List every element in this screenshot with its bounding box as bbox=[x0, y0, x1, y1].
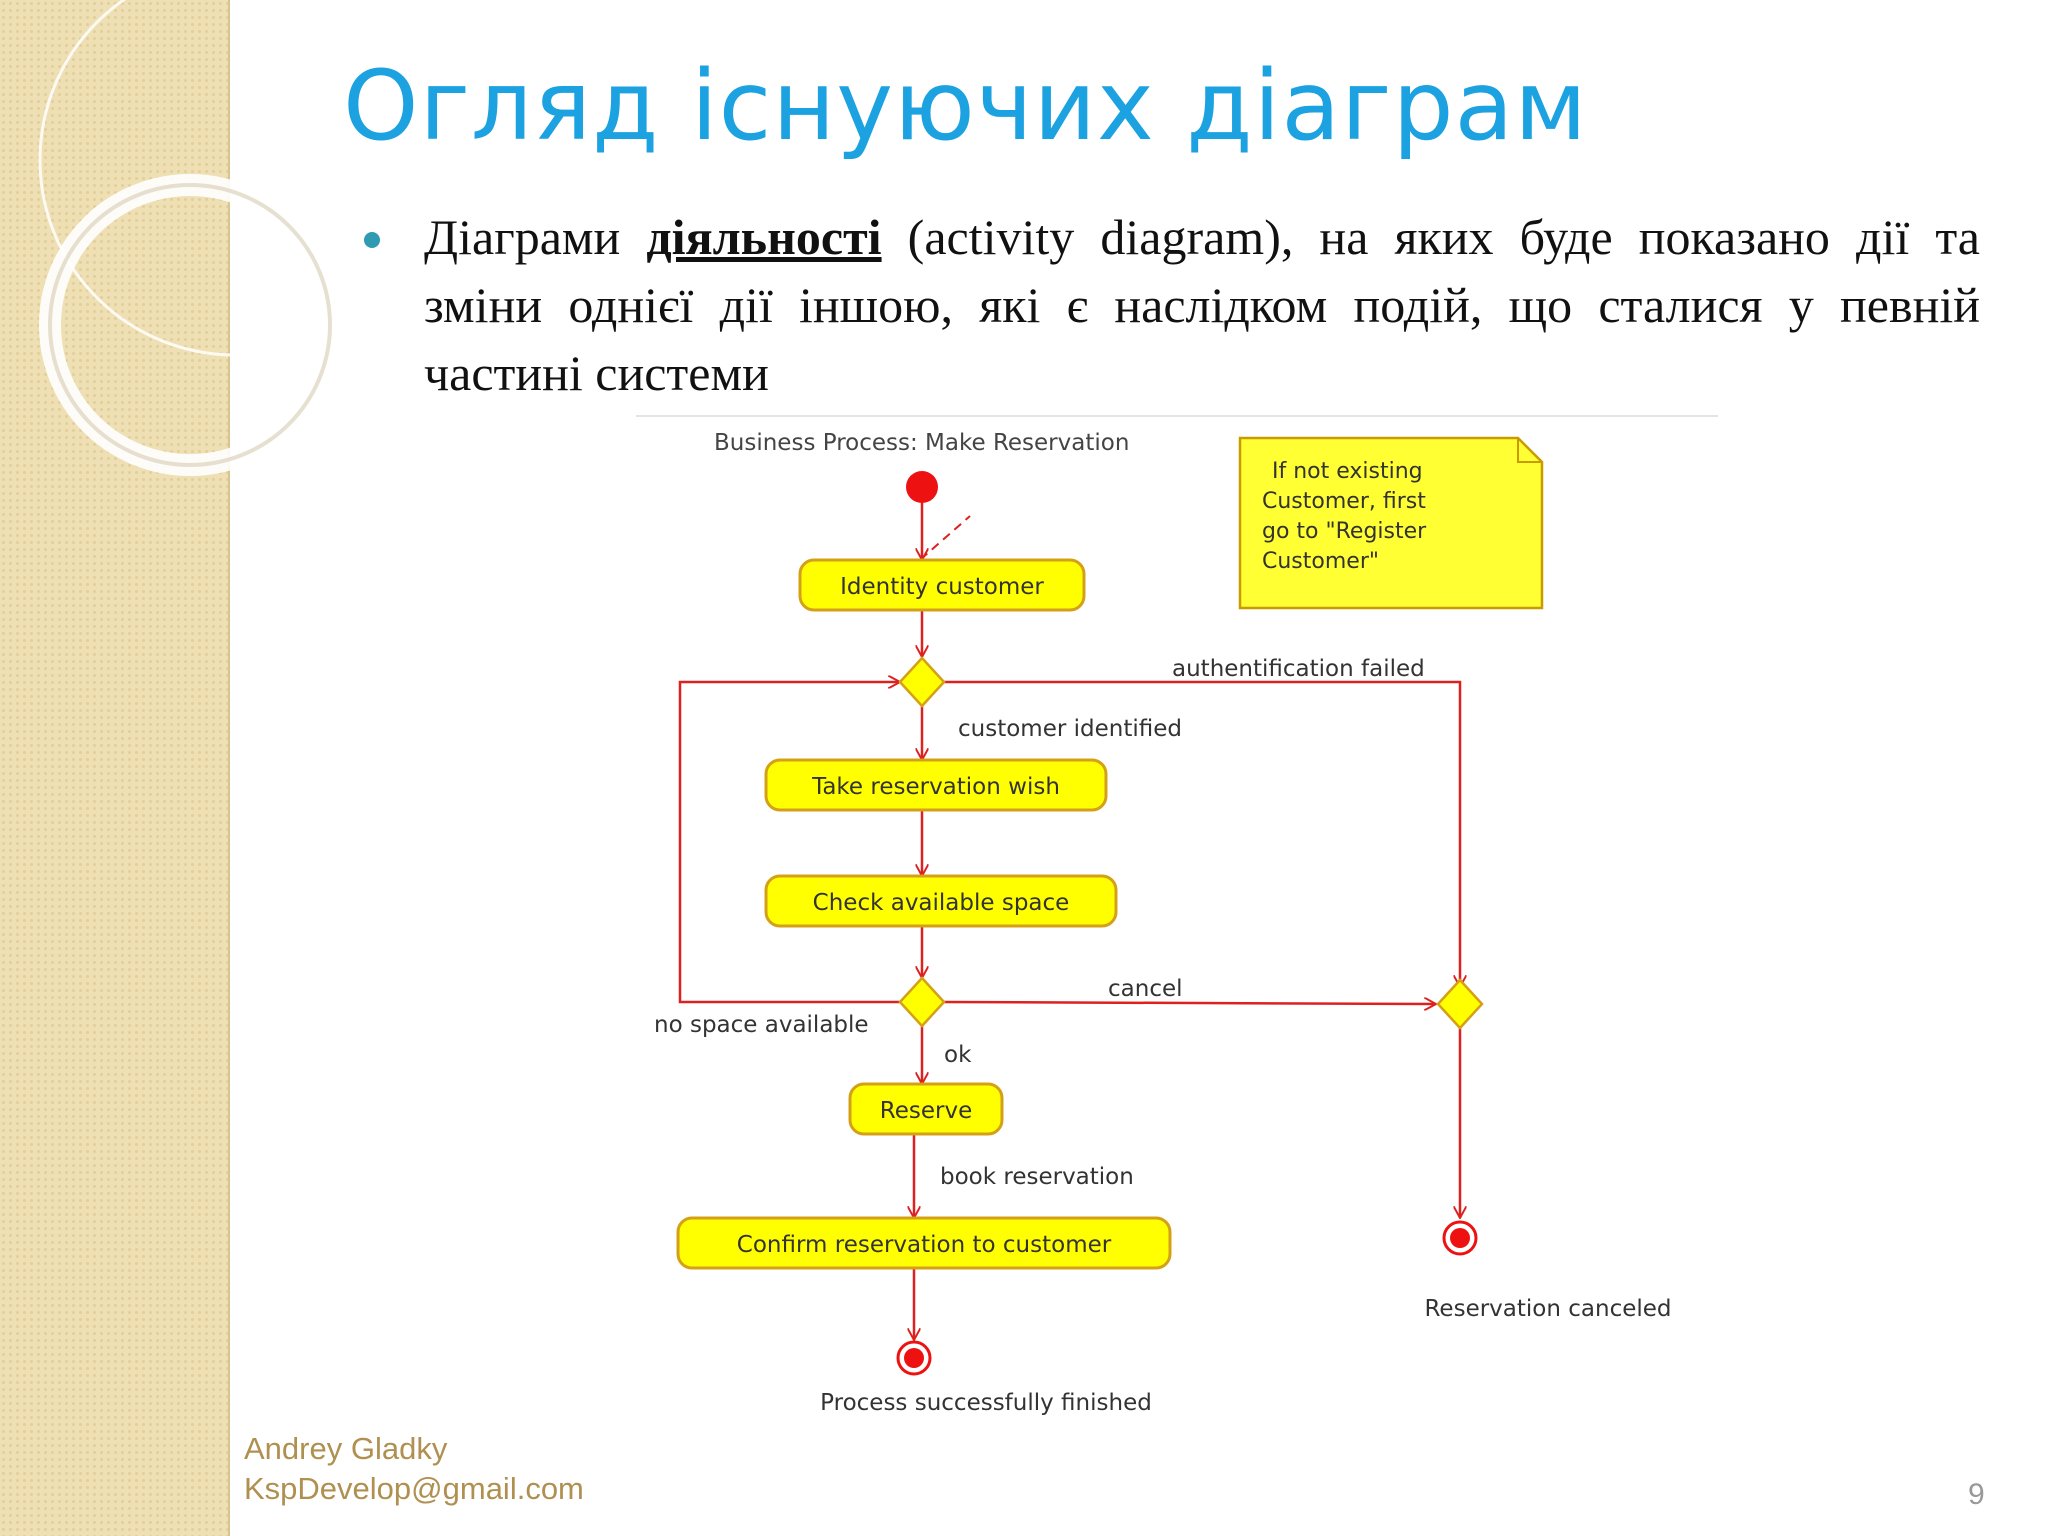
control-flows bbox=[678, 492, 1460, 1340]
bullet-text-before: Діаграми bbox=[424, 209, 647, 265]
note-line-1: If not existing bbox=[1272, 459, 1423, 484]
action-take-label: Take reservation wish bbox=[811, 774, 1060, 800]
final-canceled-label: Reservation canceled bbox=[1424, 1296, 1671, 1322]
action-check-label: Check available space bbox=[813, 890, 1070, 916]
guard-customer-identified: customer identified bbox=[958, 716, 1182, 742]
decision-space bbox=[898, 976, 946, 1028]
activity-diagram: Business Process: Make Reservation If no… bbox=[636, 415, 1718, 1416]
note-line-2: Customer, first bbox=[1262, 489, 1426, 514]
bullet-keyword: діяльності bbox=[646, 209, 882, 265]
guard-cancel: cancel bbox=[1108, 976, 1183, 1002]
initial-node bbox=[906, 471, 938, 503]
final-node-success bbox=[896, 1340, 932, 1376]
guard-no-space: no space available bbox=[654, 1012, 869, 1038]
action-identify-customer: Identity customer bbox=[798, 558, 1086, 612]
action-identify-label: Identity customer bbox=[840, 574, 1044, 600]
decorative-rings bbox=[38, 0, 420, 476]
final-success-label: Process successfully finished bbox=[820, 1390, 1152, 1416]
action-confirm-label: Confirm reservation to customer bbox=[737, 1232, 1112, 1258]
decorative-side-strip bbox=[0, 0, 230, 1536]
comment-note: If not existing Customer, first go to "R… bbox=[1238, 436, 1544, 610]
note-line-4: Customer" bbox=[1262, 549, 1379, 574]
bullet-text-after: (activity diagram), на яких буде показан… bbox=[424, 209, 1980, 401]
action-take-reservation-wish: Take reservation wish bbox=[764, 758, 1108, 812]
diagram-title: Business Process: Make Reservation bbox=[714, 430, 1129, 456]
action-check-available-space: Check available space bbox=[764, 874, 1118, 928]
action-reserve-label: Reserve bbox=[880, 1098, 972, 1124]
merge-cancel bbox=[1436, 978, 1484, 1030]
action-reserve: Reserve bbox=[848, 1082, 1004, 1136]
action-confirm-reservation: Confirm reservation to customer bbox=[676, 1216, 1172, 1270]
guard-auth-failed: authentification failed bbox=[1172, 656, 1425, 682]
bullet-dot-icon bbox=[364, 232, 380, 248]
decision-auth bbox=[898, 656, 946, 708]
guard-ok: ok bbox=[944, 1042, 972, 1068]
author-name: Andrey Gladky bbox=[244, 1431, 448, 1466]
guard-book-reservation: book reservation bbox=[940, 1164, 1134, 1190]
final-node-canceled bbox=[1442, 1220, 1478, 1256]
note-line-3: go to "Register bbox=[1262, 519, 1427, 544]
slide-title: Огляд існуючих діаграм bbox=[343, 50, 1588, 162]
page-number: 9 bbox=[1968, 1478, 1985, 1511]
author-email: KspDevelop@gmail.com bbox=[244, 1471, 584, 1506]
bullet-text: Діаграми діяльності (activity diagram), … bbox=[424, 203, 1980, 407]
